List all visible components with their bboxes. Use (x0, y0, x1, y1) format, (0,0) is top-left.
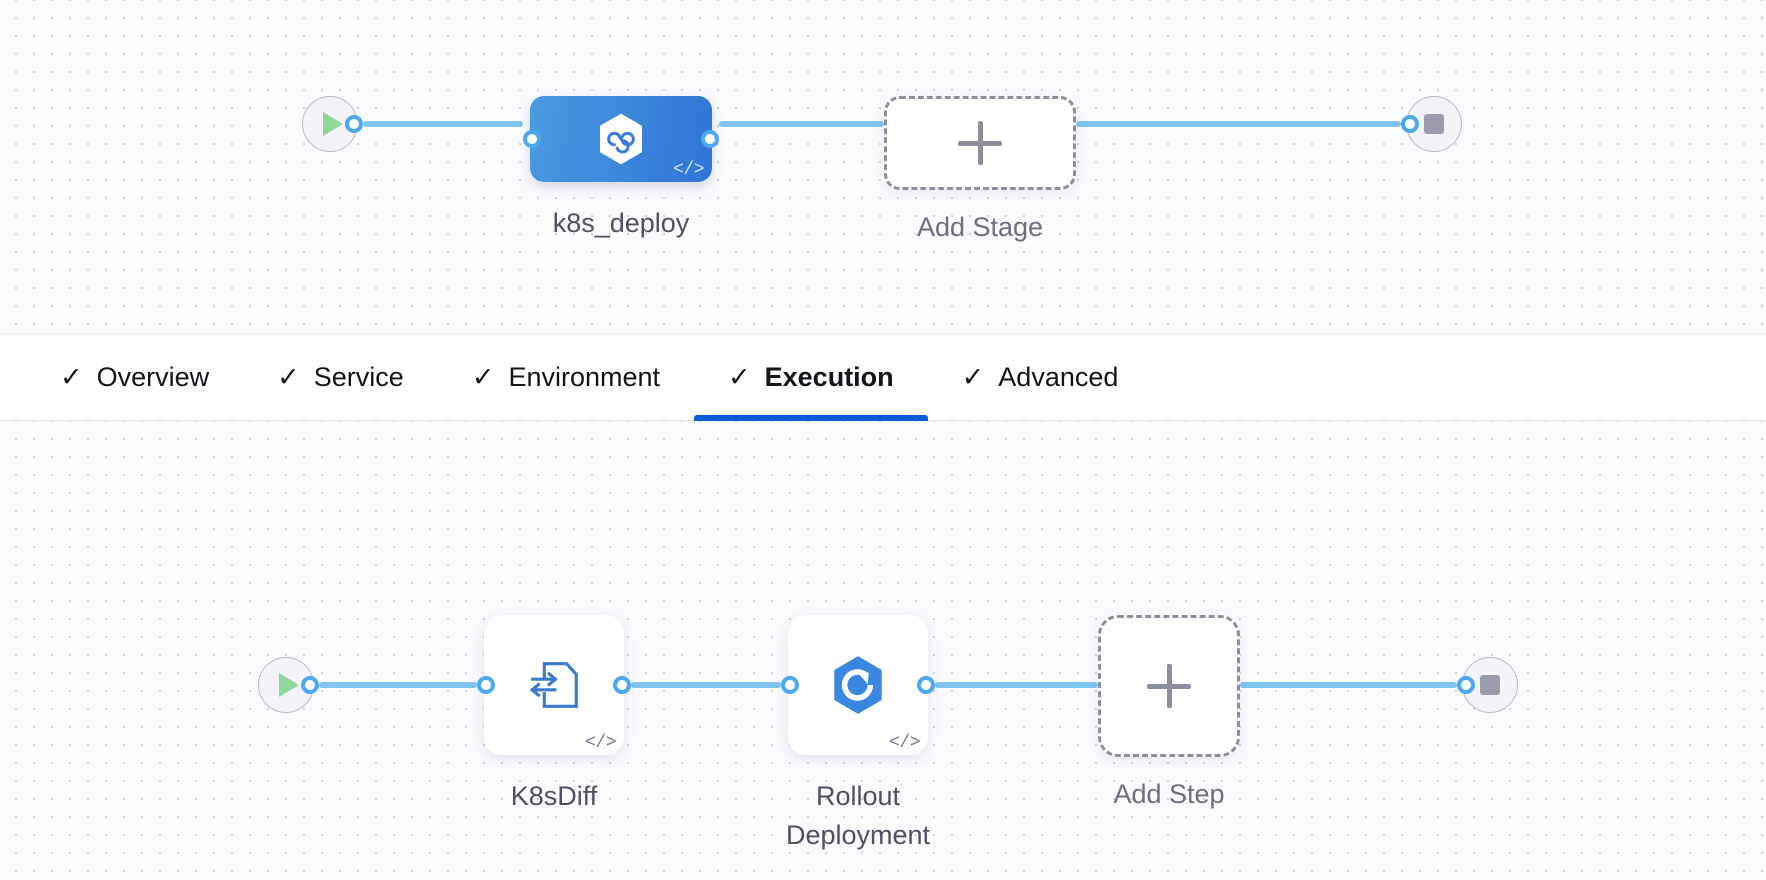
step-end-connector-dot[interactable] (1457, 676, 1475, 694)
k8s-diff-document-icon (523, 654, 585, 716)
stop-icon (1424, 114, 1444, 134)
execution-start-circle[interactable] (258, 657, 314, 713)
rollout-deployment-hexagon-icon (825, 652, 891, 718)
stage-k8s-deploy-out-dot[interactable] (701, 130, 719, 148)
step-node-k8sdiff[interactable]: </> K8sDiff (477, 615, 631, 816)
stop-icon (1480, 675, 1500, 695)
connector-start-to-k8s-deploy (363, 121, 523, 127)
step-node-rollout-deployment-body[interactable]: </> (788, 615, 928, 755)
tab-service-label: Service (313, 361, 404, 392)
add-stage-node[interactable]: Add Stage (884, 96, 1076, 243)
stage-node-k8s-deploy[interactable]: </> k8s_deploy (523, 96, 719, 243)
stage-label-k8s-deploy: k8s_deploy (552, 208, 690, 238)
stage-graph-canvas[interactable]: </> k8s_deploy Add Stage (0, 0, 1766, 333)
stage-start-connector-dot[interactable] (345, 115, 363, 133)
add-stage-button[interactable] (884, 96, 1076, 190)
pipeline-end-node[interactable] (1401, 96, 1462, 152)
connector-k8s-deploy-to-add-stage (719, 121, 884, 127)
step-node-rollout-deployment[interactable]: </> Rollout Deployment (781, 615, 935, 855)
tab-advanced[interactable]: ✓ Advanced (928, 334, 1153, 420)
execution-end-node[interactable] (1457, 615, 1518, 713)
step-flow-row: </> K8sDiff (258, 615, 1518, 855)
code-badge-icon[interactable]: </> (889, 733, 920, 753)
tab-overview[interactable]: ✓ Overview (26, 334, 243, 420)
check-icon: ✓ (471, 361, 495, 392)
stage-k8s-deploy-in-dot[interactable] (523, 130, 541, 148)
execution-graph-canvas[interactable]: </> K8sDiff (0, 421, 1766, 880)
check-icon: ✓ (728, 361, 751, 392)
step-rollout-out-dot[interactable] (917, 676, 935, 694)
step-k8sdiff-in-dot[interactable] (477, 676, 495, 694)
connector-rollout-to-add-step (935, 682, 1098, 688)
step-label-k8sdiff: K8sDiff (510, 781, 598, 811)
tab-service[interactable]: ✓ Service (243, 334, 438, 420)
step-k8sdiff-out-dot[interactable] (613, 676, 631, 694)
connector-add-step-to-end (1240, 682, 1457, 688)
step-rollout-in-dot[interactable] (781, 676, 799, 694)
harness-hexagon-infinity-icon (593, 111, 649, 167)
plus-icon (958, 121, 1002, 165)
execution-end-circle[interactable] (1462, 657, 1518, 713)
step-start-connector-dot[interactable] (301, 676, 319, 694)
connector-start-to-k8sdiff (319, 682, 477, 688)
tab-environment[interactable]: ✓ Environment (438, 334, 694, 420)
add-stage-label: Add Stage (916, 212, 1044, 242)
pipeline-start-node[interactable] (302, 96, 363, 152)
tab-execution-label: Execution (764, 361, 894, 392)
play-icon (322, 112, 343, 136)
code-badge-icon[interactable]: </> (585, 733, 616, 753)
step-label-rollout-deployment: Rollout Deployment (785, 781, 931, 851)
plus-icon (1147, 664, 1191, 708)
add-step-node[interactable]: Add Step (1098, 615, 1240, 810)
check-icon: ✓ (60, 361, 83, 392)
play-icon (278, 673, 299, 697)
check-icon: ✓ (961, 361, 985, 392)
tab-overview-label: Overview (96, 361, 210, 392)
step-node-k8sdiff-body[interactable]: </> (484, 615, 624, 755)
code-badge-icon[interactable]: </> (673, 160, 704, 180)
stage-flow-row: </> k8s_deploy Add Stage (302, 96, 1462, 243)
connector-add-stage-to-end (1076, 121, 1401, 127)
tab-environment-label: Environment (508, 361, 661, 392)
stage-node-k8s-deploy-body[interactable]: </> (530, 96, 712, 182)
tab-execution[interactable]: ✓ Execution (694, 334, 928, 421)
execution-start-node[interactable] (258, 615, 319, 713)
stage-end-connector-dot[interactable] (1401, 115, 1419, 133)
add-step-label: Add Step (1113, 779, 1225, 809)
tab-advanced-label: Advanced (998, 361, 1119, 392)
add-step-button[interactable] (1098, 615, 1240, 757)
connector-k8sdiff-to-rollout (631, 682, 781, 688)
check-icon: ✓ (277, 361, 300, 392)
stage-config-tabbar[interactable]: ✓ Overview ✓ Service ✓ Environment ✓ Exe… (0, 333, 1766, 421)
